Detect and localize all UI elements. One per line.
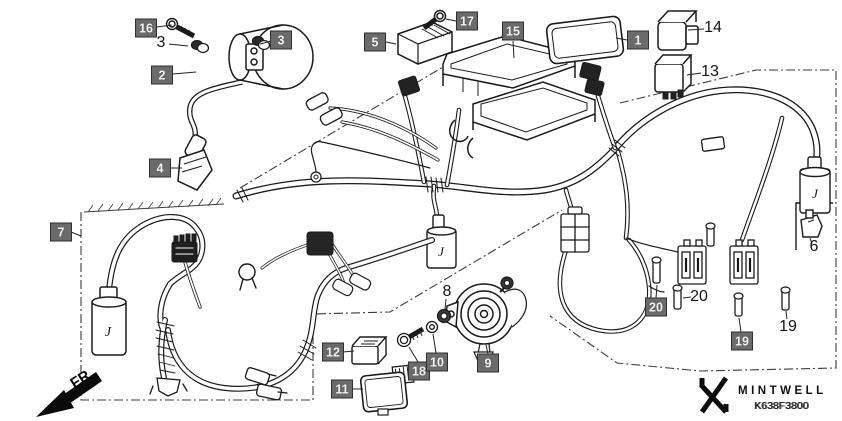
part-badge-5[interactable]: 5: [364, 32, 386, 52]
leader-lines: [70, 18, 813, 390]
part-badge-3[interactable]: 3: [270, 30, 292, 50]
svg-text:J: J: [105, 325, 112, 340]
part-badge-20[interactable]: 20: [645, 297, 667, 317]
part-badge-10[interactable]: 10: [426, 352, 448, 372]
drawing-code: K638F3800: [754, 400, 809, 412]
regulator-11-drawing: [359, 364, 415, 416]
ecu-drawing: [545, 15, 625, 65]
part-badge-2[interactable]: 2: [151, 65, 173, 85]
part-badge-15[interactable]: 15: [502, 21, 524, 41]
svg-text:J: J: [812, 186, 819, 201]
relay-13-drawing: [654, 54, 693, 100]
part-label-19[interactable]: 19: [779, 318, 797, 335]
part-label-20[interactable]: 20: [690, 288, 708, 305]
part-badge-18[interactable]: 18: [408, 361, 430, 381]
relay-12-drawing: [351, 336, 388, 365]
part-badge-16[interactable]: 16: [135, 18, 157, 38]
spacer-pins-drawing: [651, 222, 791, 317]
fr-arrow-icon: [36, 372, 102, 417]
cdi-unit-drawing: [397, 9, 453, 65]
holder-block-a: [677, 239, 707, 285]
relay-14-drawing: [657, 10, 699, 51]
part-badge-12[interactable]: 12: [322, 342, 344, 362]
ignition-coil-assembly-drawing: [165, 17, 314, 191]
part-badge-4[interactable]: 4: [149, 158, 171, 178]
condenser-right: [799, 156, 831, 214]
part-label-3[interactable]: 3: [156, 34, 166, 51]
four-pin-connector: [171, 233, 198, 263]
part-badge-17[interactable]: 17: [456, 11, 478, 31]
part-label-14[interactable]: 14: [704, 19, 722, 36]
part-badge-19[interactable]: 19: [731, 331, 753, 351]
six-pin-connector: [560, 206, 590, 253]
part-label-8[interactable]: 8: [442, 283, 452, 300]
horn-assembly-drawing: [396, 276, 527, 362]
hatch-break-line: [83, 197, 225, 213]
holder-block-b: [729, 239, 759, 285]
battery-tray-drawing: [442, 35, 596, 159]
boundary-lines: [80, 63, 837, 401]
part-badge-11[interactable]: 11: [331, 379, 353, 399]
mintwell-logo-icon: [699, 376, 729, 414]
svg-text:J: J: [438, 244, 445, 259]
part-badge-9[interactable]: 9: [477, 353, 499, 373]
brand-block: MINTWELL K638F3800: [694, 372, 836, 418]
part-label-13[interactable]: 13: [701, 63, 719, 80]
brand-name: MINTWELL: [738, 385, 827, 397]
part-badge-7[interactable]: 7: [50, 222, 72, 242]
clip-6-drawing: [800, 209, 823, 238]
sub-harness-drawing: J: [91, 214, 435, 401]
condenser-left: [91, 286, 127, 356]
part-label-6[interactable]: 6: [809, 238, 819, 255]
fr-direction-indicator: FR.: [30, 362, 120, 420]
pin-cylinders: [651, 222, 791, 317]
part-badge-1[interactable]: 1: [627, 30, 649, 50]
